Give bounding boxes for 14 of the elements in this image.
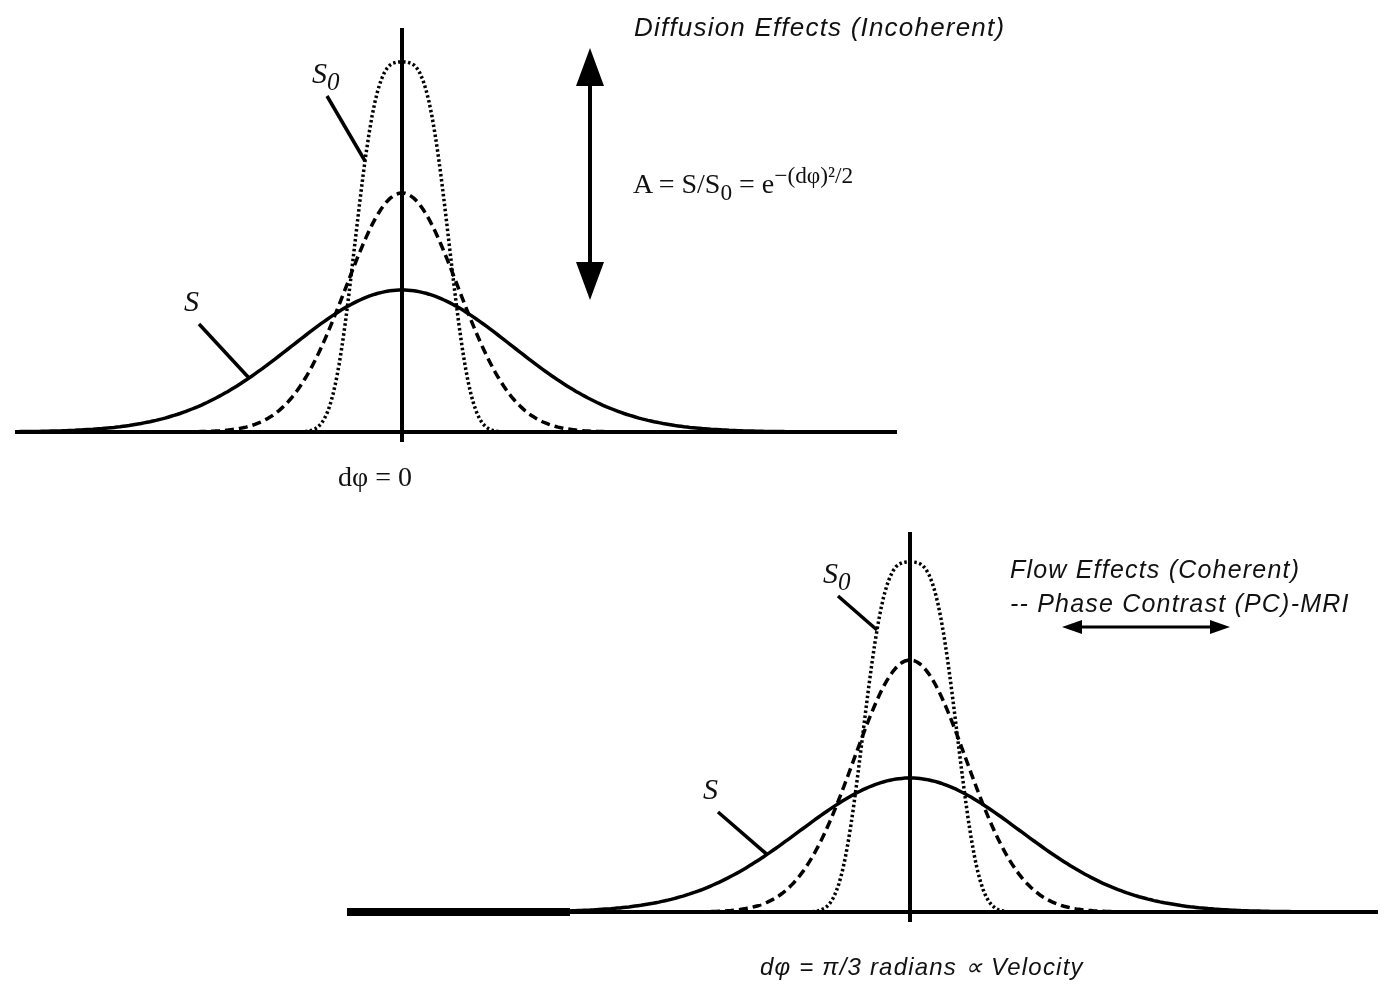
annotation: Flow Effects (Coherent)	[1010, 554, 1301, 584]
curve-label: S	[703, 774, 718, 804]
annotation: dφ = π/3 radians ∝ Velocity	[760, 953, 1084, 982]
annotation: dφ = 0	[338, 460, 412, 494]
curve-label: S$_{0}$	[823, 558, 851, 594]
leader-line	[836, 594, 879, 632]
leader-line	[716, 810, 769, 856]
leader-line	[325, 95, 367, 162]
annotation: Diffusion Effects (Incoherent)	[634, 12, 1006, 44]
leader-line	[197, 322, 251, 380]
formula: A = S/S$_{0}$ = e$^{−(dφ)²/2}$	[633, 162, 854, 207]
annotation: -- Phase Contrast (PC)-MRI	[1010, 588, 1350, 618]
curve-label: S	[184, 286, 199, 316]
curve-label: S$_{0}$	[312, 58, 340, 94]
